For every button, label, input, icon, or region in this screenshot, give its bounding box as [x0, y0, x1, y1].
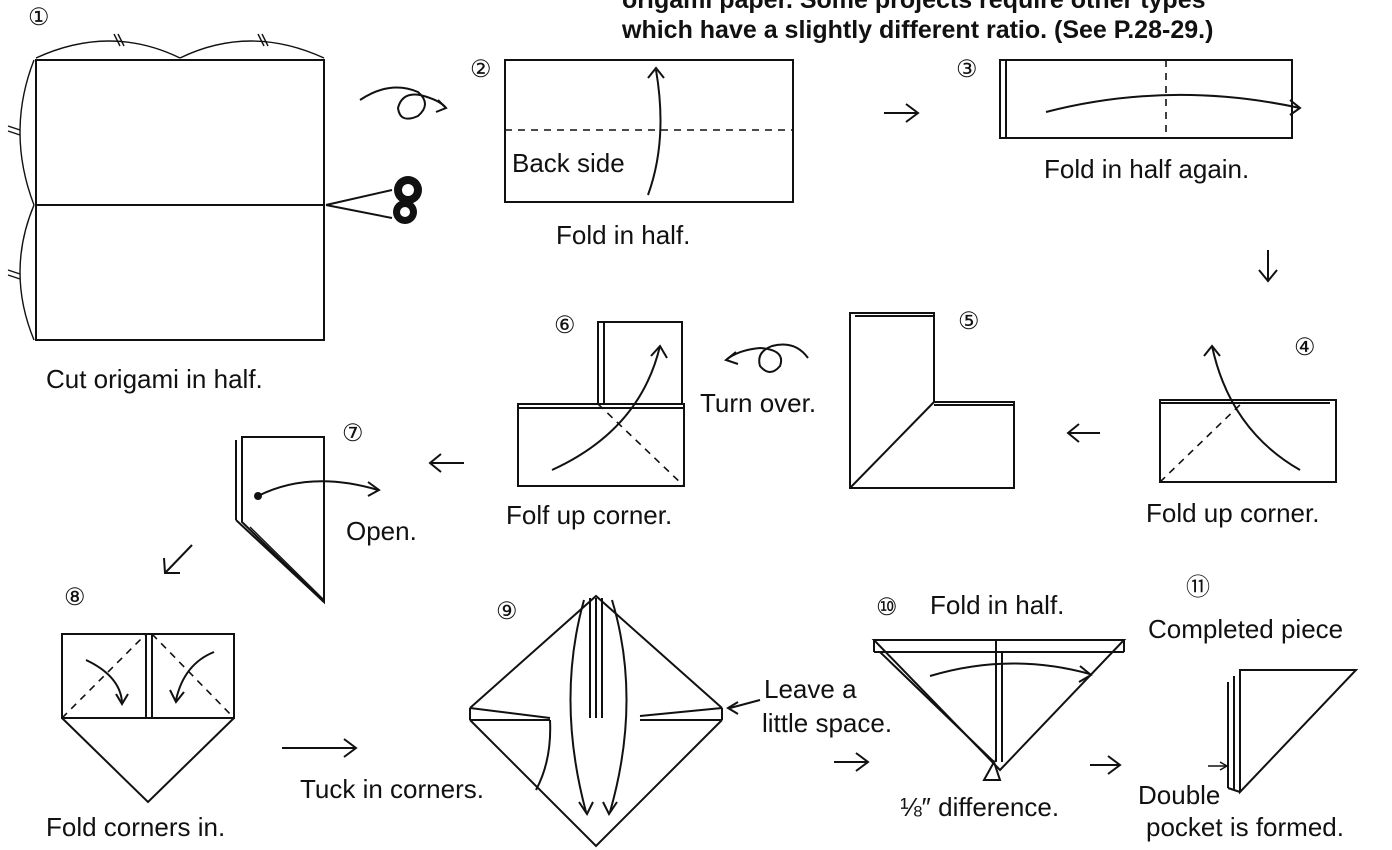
- step-number: ⑦: [342, 420, 364, 447]
- step2-note: Back side: [512, 148, 625, 178]
- arrow-left-icon: [428, 453, 464, 473]
- step3-figure: [999, 59, 1302, 139]
- arrow-down-icon: [1258, 250, 1278, 283]
- step6-figure: [517, 321, 685, 487]
- arrow-right-icon: [834, 752, 870, 772]
- step4-figure: [1159, 344, 1337, 483]
- step9-note-tuck: Tuck in corners.: [300, 774, 484, 804]
- step1-caption: Cut origami in half.: [46, 364, 263, 394]
- scissors-icon: [325, 176, 422, 224]
- step8-figure: [61, 633, 235, 804]
- step-number: ②: [470, 56, 492, 83]
- step2-caption: Fold in half.: [556, 220, 691, 250]
- header-line-2: which have a slightly different ratio. (…: [622, 16, 1214, 44]
- step-number: ③: [956, 56, 978, 83]
- turn-over-icon: [723, 343, 809, 373]
- step11-caption: Completed piece: [1148, 614, 1344, 644]
- step10-note: ⅛″ difference.: [900, 792, 1060, 822]
- turn-over-icon: [359, 86, 448, 120]
- arrow-right-icon: [1090, 755, 1122, 775]
- step10-caption: Fold in half.: [930, 590, 1065, 620]
- step11-figure: [1208, 669, 1359, 795]
- step6-caption: Folf up corner.: [506, 500, 673, 530]
- step9-note-space-a: Leave a: [764, 674, 857, 704]
- step11-note-a: Double: [1138, 780, 1221, 810]
- step6-note: Turn over.: [700, 388, 817, 418]
- step-number: ⑩: [876, 594, 898, 621]
- step-number: ④: [1294, 334, 1316, 361]
- step9-note-space-b: little space.: [762, 708, 893, 738]
- step9-figure: [469, 594, 761, 848]
- step3-caption: Fold in half again.: [1044, 154, 1250, 184]
- step5-figure: [849, 312, 1015, 489]
- step2-figure: [504, 59, 794, 203]
- step7-note: Open.: [346, 516, 417, 546]
- step7-figure: [235, 436, 381, 605]
- step11-note-b: pocket is formed.: [1146, 812, 1344, 842]
- step10-figure: [871, 639, 1127, 781]
- step8-caption: Fold corners in.: [46, 812, 226, 842]
- step-number: ⑤: [958, 308, 980, 335]
- step-number: ①: [28, 4, 50, 31]
- arrow-right-icon: [884, 103, 920, 123]
- step-number: ⑪: [1186, 574, 1210, 601]
- step-number: ⑧: [64, 584, 86, 611]
- step4-caption: Fold up corner.: [1146, 498, 1320, 528]
- arrow-left-icon: [1066, 423, 1100, 443]
- step-number: ⑥: [554, 312, 576, 339]
- step1-figure: [7, 33, 325, 341]
- arrow-right-icon: [282, 738, 358, 758]
- header-line-1: origami paper. Some projects require oth…: [622, 0, 1206, 14]
- arrow-down-left-icon: [163, 544, 193, 574]
- step-number: ⑨: [496, 598, 518, 625]
